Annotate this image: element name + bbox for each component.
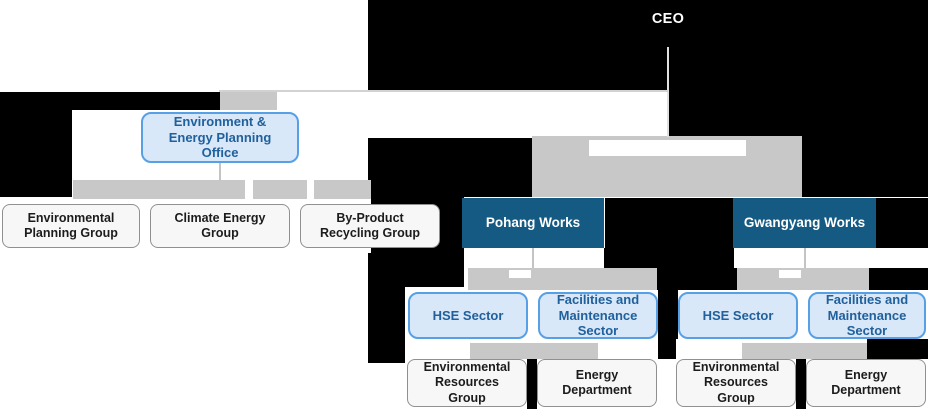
connector-office-vertical-line	[219, 163, 221, 181]
group-node-pohang-energy-department: Energy Department	[537, 359, 657, 407]
background-black-region	[0, 92, 220, 110]
background-black-region	[658, 339, 676, 359]
connector-ceo-vertical-line	[667, 47, 669, 137]
sector-node-gwangyang-facilities: Facilities and Maintenance Sector	[808, 292, 926, 339]
background-black-region	[368, 253, 464, 287]
ceo-node: CEO	[651, 11, 685, 28]
background-black-region	[368, 287, 405, 363]
group-node-pohang-environmental-resources: Environmental Resources Group	[407, 359, 527, 407]
background-black-region	[605, 198, 733, 248]
works-node-gwangyang: Gwangyang Works	[733, 198, 876, 248]
connector-notch	[245, 180, 253, 199]
background-black-region	[869, 268, 928, 290]
connector-horizontal-line	[219, 90, 668, 92]
group-node-gwangyang-environmental-resources: Environmental Resources Group	[676, 359, 796, 407]
group-node-gwangyang-energy-department: Energy Department	[806, 359, 926, 407]
connector-pohang-vertical-line	[532, 248, 534, 268]
group-node-climate-energy: Climate Energy Group	[150, 204, 290, 248]
connector-notch	[307, 180, 314, 199]
connector-notch	[509, 270, 531, 278]
connector-band-gwangyang-groups	[742, 343, 867, 359]
background-black-region	[368, 0, 928, 92]
background-black-region	[876, 198, 928, 248]
connector-office-stub	[220, 90, 277, 110]
connector-band-gwangyang-sectors	[737, 268, 869, 290]
background-black-region	[657, 268, 737, 290]
works-node-pohang: Pohang Works	[462, 198, 604, 248]
sector-node-pohang-facilities: Facilities and Maintenance Sector	[538, 292, 658, 339]
background-black-region	[658, 290, 678, 339]
connector-band-pohang-sectors	[468, 268, 657, 290]
group-node-byproduct-recycling: By-Product Recycling Group	[300, 204, 440, 248]
connector-band-pohang-groups	[470, 343, 598, 359]
connector-notch	[589, 140, 746, 156]
connector-band-left-groups	[73, 180, 371, 199]
connector-gwangyang-vertical-line	[804, 248, 806, 268]
background-black-region	[527, 359, 537, 409]
background-black-region	[604, 248, 734, 268]
sector-node-gwangyang-hse: HSE Sector	[678, 292, 798, 339]
background-black-region	[796, 359, 806, 409]
sector-node-pohang-hse: HSE Sector	[408, 292, 528, 339]
connector-notch	[779, 270, 801, 278]
background-black-region	[867, 339, 928, 359]
group-node-environmental-planning: Environmental Planning Group	[2, 204, 140, 248]
office-node: Environment & Energy Planning Office	[141, 112, 299, 163]
background-black-region	[0, 110, 72, 197]
